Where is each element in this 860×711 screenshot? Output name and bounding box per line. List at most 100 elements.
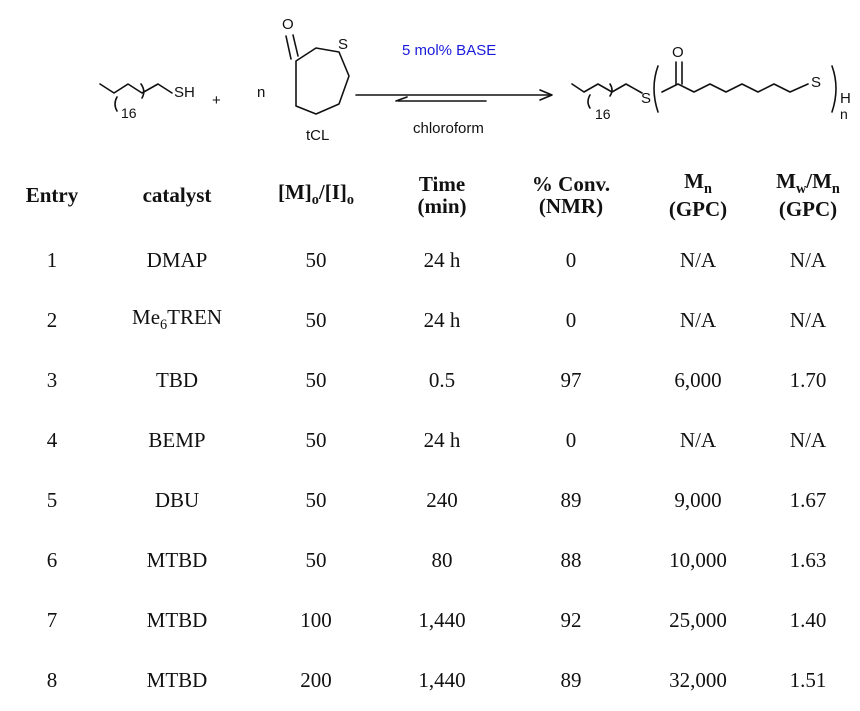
cell-dispersity: 1.63 bbox=[789, 547, 827, 572]
cell-dispersity: N/A bbox=[789, 307, 827, 332]
cell-catalyst: BEMP bbox=[148, 427, 206, 452]
cell-entry: 7 bbox=[46, 607, 58, 632]
cell-entry: 8 bbox=[46, 667, 58, 692]
table-row: 7 MTBD 100 1,440 92 25,000 1.40 bbox=[0, 590, 860, 650]
table-row: 1 DMAP 50 24 h 0 N/A N/A bbox=[0, 230, 860, 290]
mn-label: Mn bbox=[684, 169, 712, 198]
product-chain-left bbox=[571, 83, 643, 94]
cell-entry: 5 bbox=[46, 487, 58, 512]
cell-time: 0.5 bbox=[428, 367, 456, 392]
table-row: 8 MTBD 200 1,440 89 32,000 1.51 bbox=[0, 650, 860, 710]
cell-ratio: 50 bbox=[305, 487, 327, 512]
cell-time: 24 h bbox=[423, 307, 461, 332]
header-time: Time (min) bbox=[417, 171, 467, 218]
product-paren-right-small bbox=[609, 83, 613, 97]
reaction-scheme: SH 16 + n O S tCL 5 mol% BASE chloroform… bbox=[99, 16, 851, 144]
monomer-oxygen: O bbox=[282, 16, 294, 33]
header-catalyst: catalyst bbox=[142, 182, 212, 207]
cell-dispersity: 1.40 bbox=[789, 607, 827, 632]
cell-catalyst: MTBD bbox=[146, 607, 208, 632]
cell-conversion: 92 bbox=[560, 607, 582, 632]
product-bracket-right bbox=[831, 65, 837, 113]
cell-entry: 6 bbox=[46, 547, 58, 572]
product-repeat-n: n bbox=[840, 106, 848, 122]
arrow-condition-top: 5 mol% BASE bbox=[402, 42, 496, 59]
cell-time: 1,440 bbox=[418, 607, 466, 632]
cell-mn: N/A bbox=[679, 307, 717, 332]
cell-time: 1,440 bbox=[418, 667, 466, 692]
arrow-back-head bbox=[395, 96, 408, 102]
cell-dispersity: 1.67 bbox=[789, 487, 827, 512]
cell-mn: 6,000 bbox=[674, 367, 722, 392]
cell-catalyst: DMAP bbox=[146, 247, 208, 272]
monomer-label: tCL bbox=[306, 127, 329, 144]
cell-catalyst: MTBD bbox=[146, 547, 208, 572]
cell-catalyst: DBU bbox=[154, 487, 200, 512]
cell-entry: 2 bbox=[46, 307, 58, 332]
monomer-sulfur: S bbox=[338, 36, 348, 53]
cell-conversion: 0 bbox=[565, 427, 577, 452]
table-row: 6 MTBD 50 80 88 10,000 1.63 bbox=[0, 530, 860, 590]
cell-mn: N/A bbox=[679, 427, 717, 452]
table-header-row: Entry catalyst [M]o/[I]o Time (min) % Co… bbox=[0, 160, 860, 230]
cell-dispersity: 1.51 bbox=[789, 667, 827, 692]
results-table: Entry catalyst [M]o/[I]o Time (min) % Co… bbox=[0, 160, 860, 710]
cell-dispersity: 1.70 bbox=[789, 367, 827, 392]
table-row: 4 BEMP 50 24 h 0 N/A N/A bbox=[0, 410, 860, 470]
cell-time: 240 bbox=[426, 487, 458, 512]
cell-ratio: 100 bbox=[300, 607, 332, 632]
cell-mn: N/A bbox=[679, 247, 717, 272]
cell-conversion: 97 bbox=[560, 367, 582, 392]
cell-ratio: 50 bbox=[305, 367, 327, 392]
table-row: 3 TBD 50 0.5 97 6,000 1.70 bbox=[0, 350, 860, 410]
cell-time: 24 h bbox=[423, 427, 461, 452]
header-entry: Entry bbox=[25, 182, 79, 207]
cell-conversion: 89 bbox=[560, 487, 582, 512]
product-carbonyl bbox=[675, 61, 683, 85]
cell-ratio: 50 bbox=[305, 307, 327, 332]
product-paren-left-small bbox=[587, 94, 591, 109]
cell-dispersity: N/A bbox=[789, 247, 827, 272]
product-sulfur-1: S bbox=[641, 90, 651, 107]
cell-time: 24 h bbox=[423, 247, 461, 272]
initiator-paren-left bbox=[114, 96, 118, 112]
cell-conversion: 0 bbox=[565, 307, 577, 332]
cell-conversion: 88 bbox=[560, 547, 582, 572]
monomer-ring bbox=[295, 47, 350, 115]
cell-ratio: 200 bbox=[300, 667, 332, 692]
header-ratio: [M]o/[I]o bbox=[250, 160, 382, 230]
product-backbone bbox=[661, 83, 809, 93]
cell-catalyst: TBD bbox=[156, 367, 198, 392]
ratio-label: [M]o/[I]o bbox=[277, 180, 355, 209]
table-row: 2 Me6TREN 50 24 h 0 N/A N/A bbox=[0, 290, 860, 350]
cell-conversion: 0 bbox=[565, 247, 577, 272]
arrow-forward-head bbox=[539, 89, 553, 101]
cell-catalyst: Me6TREN bbox=[132, 305, 222, 334]
monomer-count-n: n bbox=[257, 84, 265, 101]
product-hydrogen: H bbox=[840, 90, 851, 107]
product-sulfur-2: S bbox=[811, 74, 821, 91]
initiator-paren-right bbox=[140, 83, 145, 99]
product-bracket-left bbox=[653, 65, 659, 113]
cell-mn: 25,000 bbox=[669, 607, 727, 632]
header-mn: Mn (GPC) bbox=[640, 160, 756, 230]
cell-ratio: 50 bbox=[305, 247, 327, 272]
cell-ratio: 50 bbox=[305, 427, 327, 452]
table-row: 5 DBU 50 240 89 9,000 1.67 bbox=[0, 470, 860, 530]
dispersity-label: Mw/Mn bbox=[776, 169, 840, 198]
cell-time: 80 bbox=[431, 547, 453, 572]
cell-dispersity: N/A bbox=[789, 427, 827, 452]
cell-mn: 32,000 bbox=[669, 667, 727, 692]
header-dispersity: Mw/Mn (GPC) bbox=[756, 160, 860, 230]
initiator-subscript: 16 bbox=[121, 105, 137, 121]
monomer-carbonyl bbox=[285, 34, 299, 60]
initiator-chain bbox=[99, 83, 173, 94]
header-conversion: % Conv. (NMR) bbox=[531, 171, 611, 218]
cell-mn: 9,000 bbox=[674, 487, 722, 512]
cell-conversion: 89 bbox=[560, 667, 582, 692]
product-subscript: 16 bbox=[595, 106, 611, 122]
cell-entry: 1 bbox=[46, 247, 58, 272]
product-oxygen: O bbox=[672, 44, 684, 61]
cell-entry: 3 bbox=[46, 367, 58, 392]
